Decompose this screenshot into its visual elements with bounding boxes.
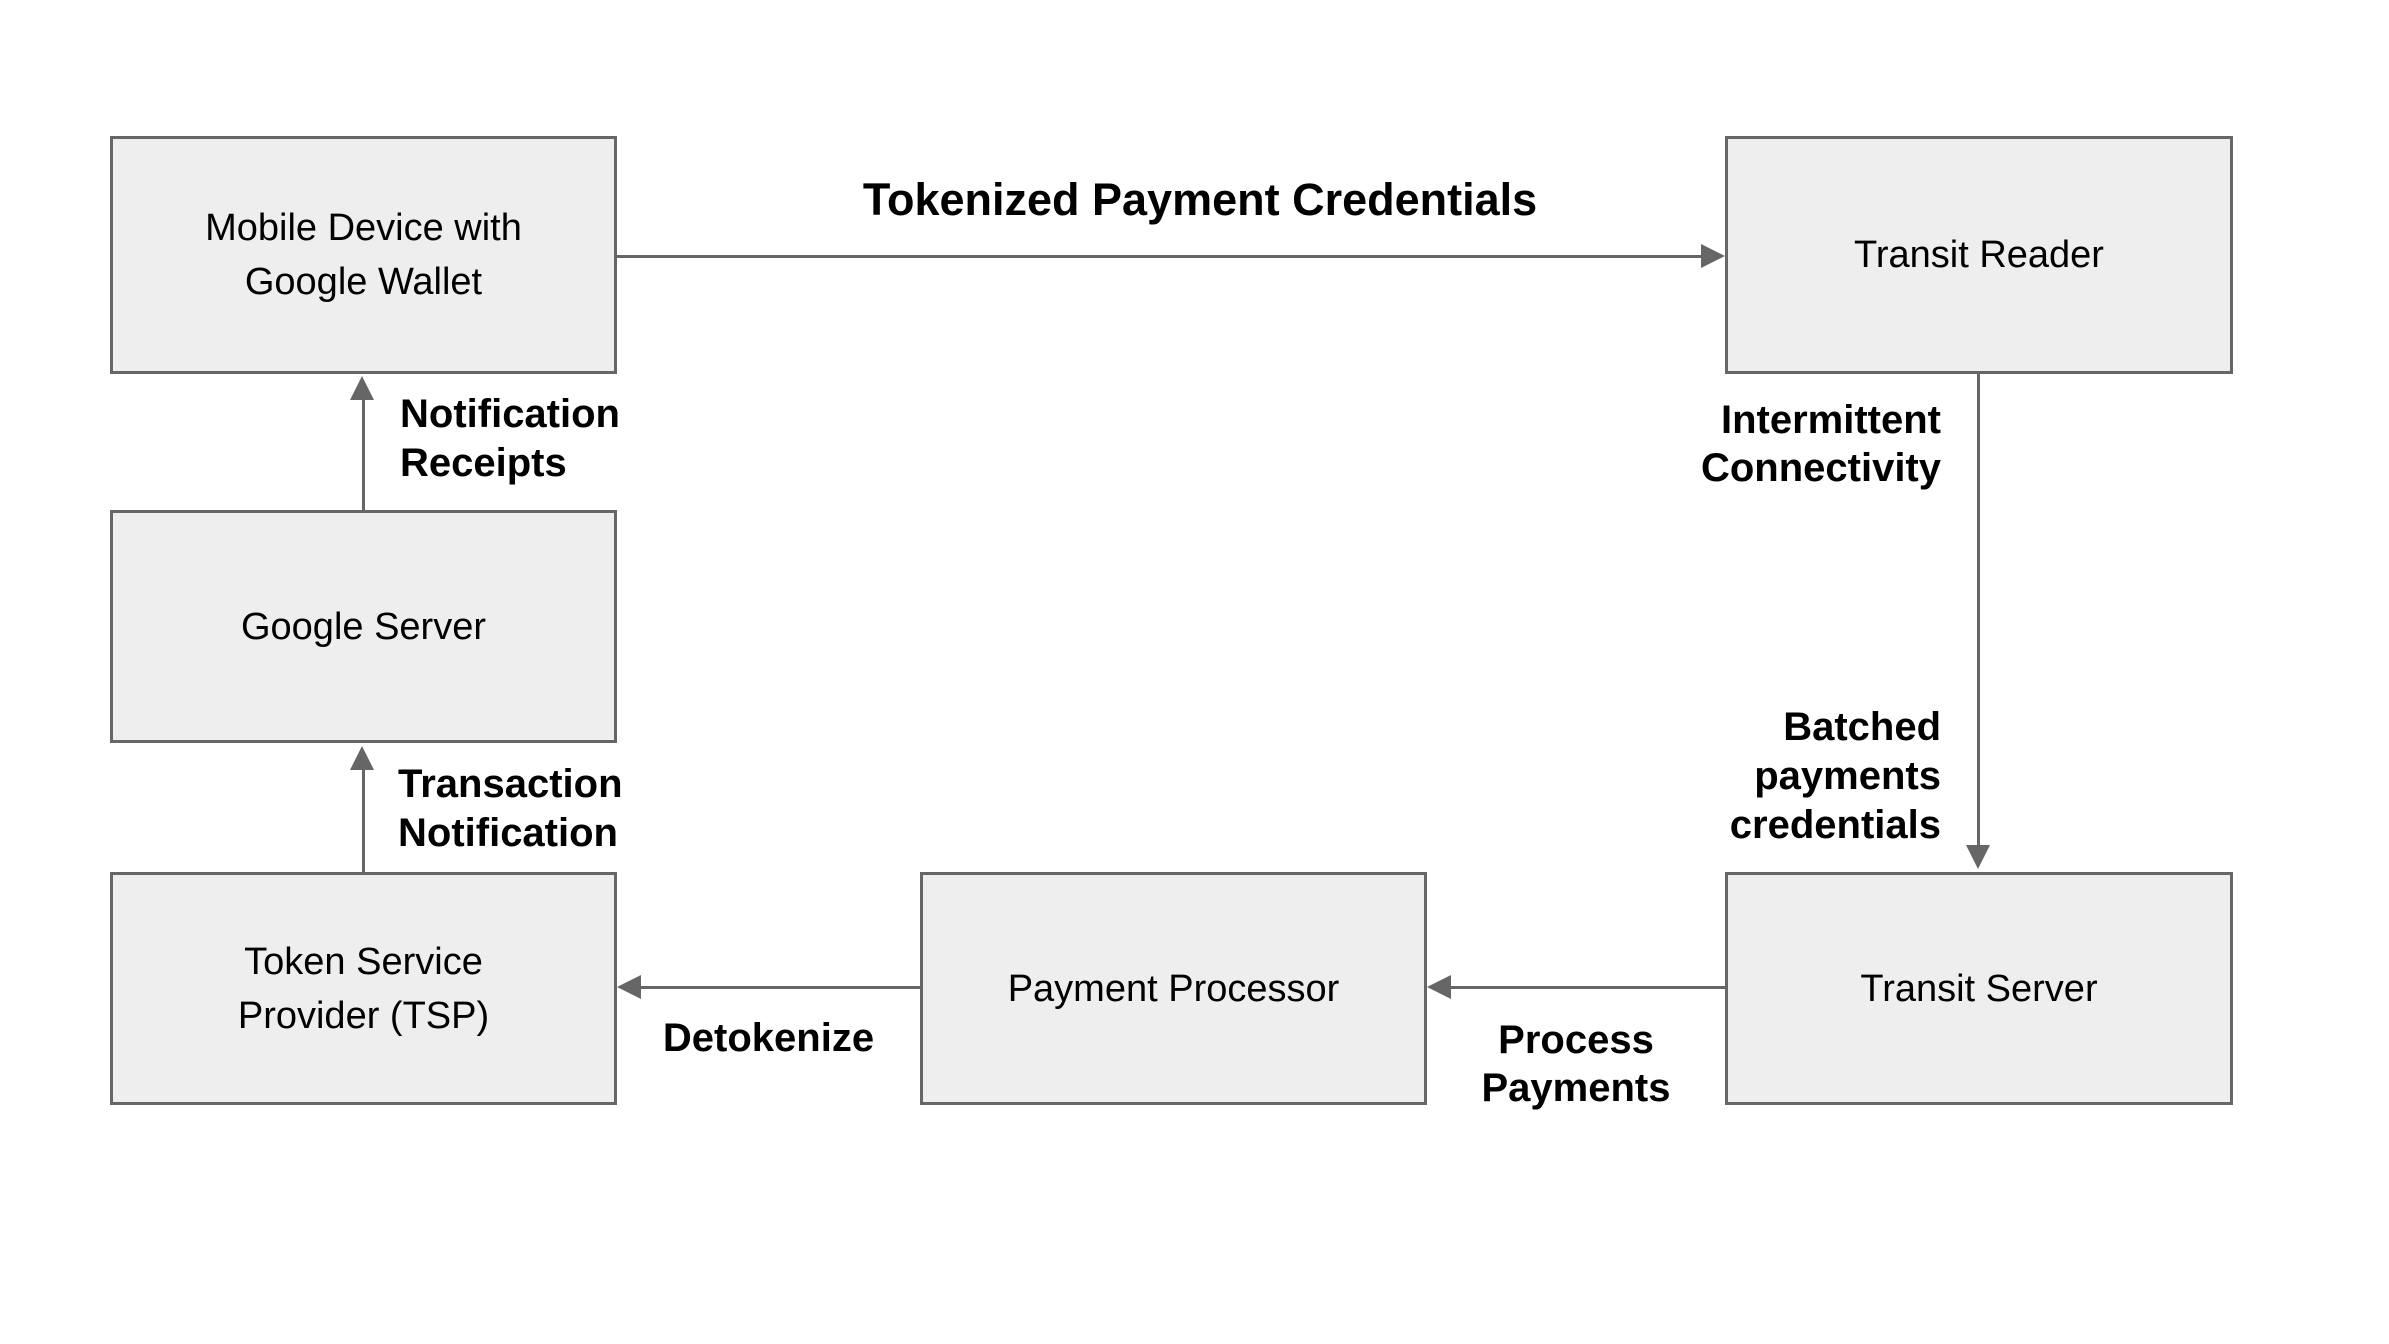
label-intermittent-connectivity: Intermittent Connectivity	[1700, 398, 1941, 490]
node-token-service-provider: Token Service Provider (TSP)	[110, 872, 617, 1105]
node-mobile-device-label: Mobile Device with Google Wallet	[205, 207, 522, 303]
node-payment-processor: Payment Processor	[920, 872, 1427, 1105]
arrowhead-left-icon	[1427, 975, 1451, 999]
node-payment-processor-label: Payment Processor	[1007, 967, 1340, 1010]
label-detokenize: Detokenize	[662, 1016, 875, 1060]
arrow-process-payments-line	[1451, 986, 1725, 989]
label-notification-receipts: Notification Receipts	[400, 392, 620, 485]
node-token-service-provider-label: Token Service Provider (TSP)	[237, 940, 490, 1037]
arrowhead-up-icon	[350, 746, 374, 770]
arrowhead-down-icon	[1966, 845, 1990, 869]
node-google-server-label: Google Server	[240, 605, 486, 648]
arrow-transaction-notification-line	[362, 770, 365, 872]
label-process-payments: Process Payments	[1481, 1018, 1671, 1110]
node-transit-reader-label: Transit Reader	[1854, 234, 2104, 276]
arrow-tokenized-credentials-line	[617, 255, 1701, 258]
node-google-server: Google Server	[110, 510, 617, 743]
arrow-batched-credentials-line	[1977, 374, 1980, 845]
arrowhead-left-icon	[617, 975, 641, 999]
label-batched-payments-credentials: Batched payments credentials	[1729, 705, 1941, 847]
label-tokenized-payment-credentials: Tokenized Payment Credentials	[862, 174, 1538, 225]
label-transaction-notification: Transaction Notification	[398, 762, 623, 855]
arrowhead-up-icon	[350, 376, 374, 400]
arrow-detokenize-line	[641, 986, 920, 989]
node-mobile-device: Mobile Device with Google Wallet	[110, 136, 617, 374]
node-transit-server: Transit Server	[1725, 872, 2233, 1105]
node-transit-server-label: Transit Server	[1860, 967, 2098, 1010]
node-transit-reader: Transit Reader	[1725, 136, 2233, 374]
arrowhead-right-icon	[1701, 244, 1725, 268]
arrow-notification-receipts-line	[362, 400, 365, 510]
